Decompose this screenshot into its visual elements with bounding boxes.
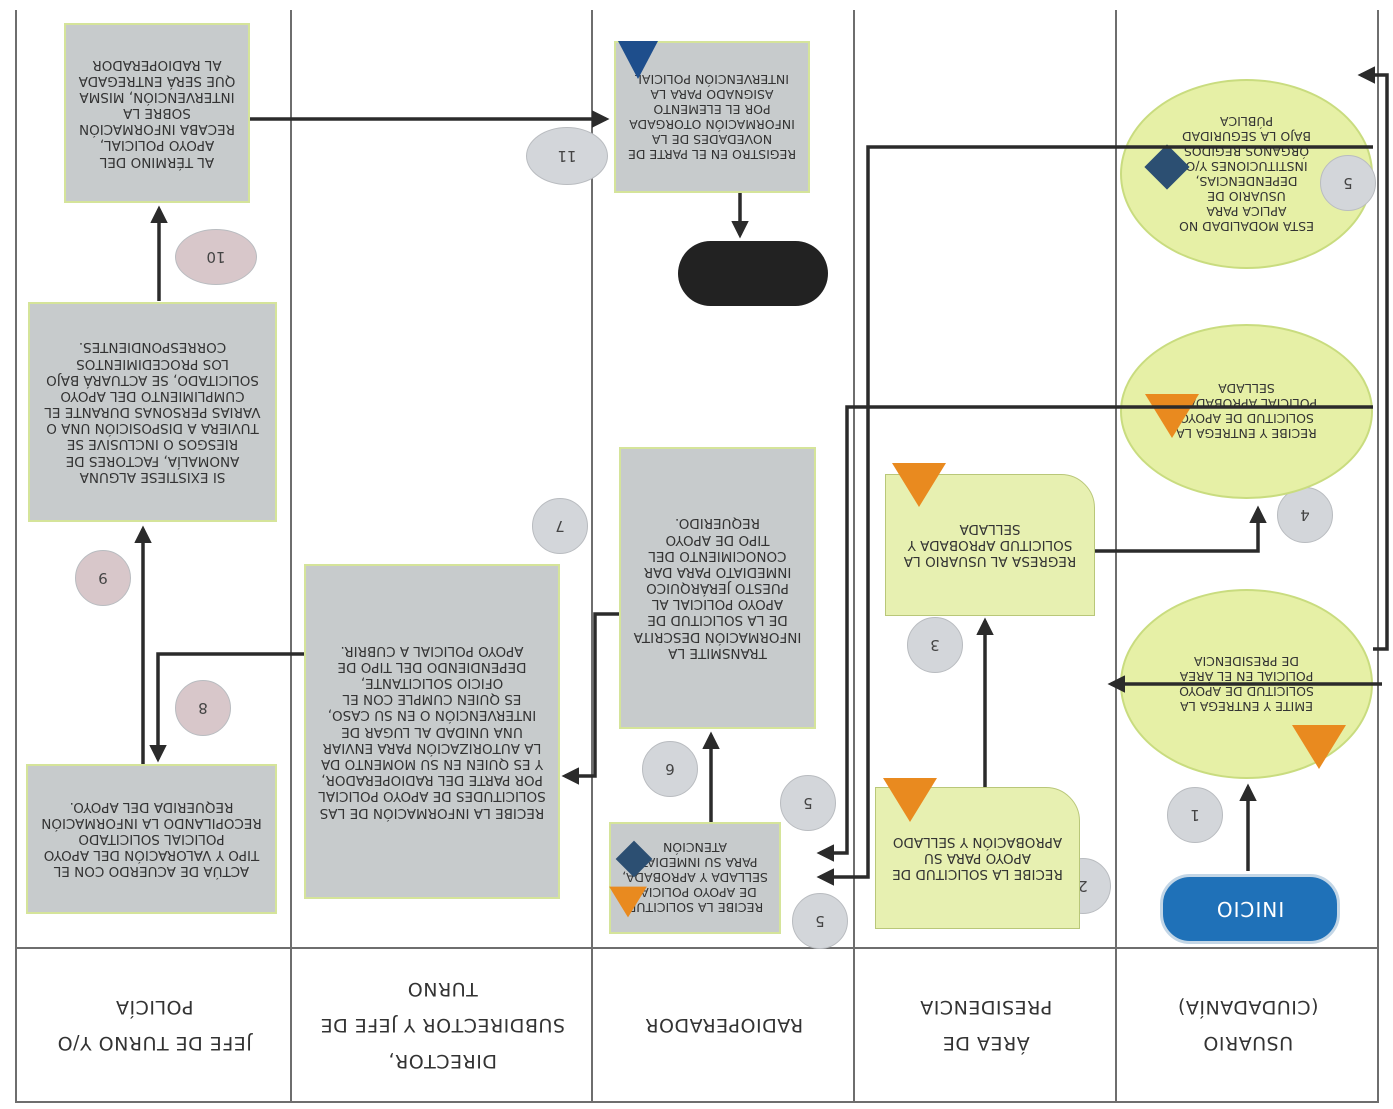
arrow-7-to-8 [149,652,304,763]
arrow-6-to-7 [561,612,619,785]
arrow-usuario-top [1357,66,1389,651]
arrow-3-to-4 [1095,505,1267,553]
arrow-4-to-5r [816,405,1373,862]
arrow-5u-to-5r [816,145,1373,886]
